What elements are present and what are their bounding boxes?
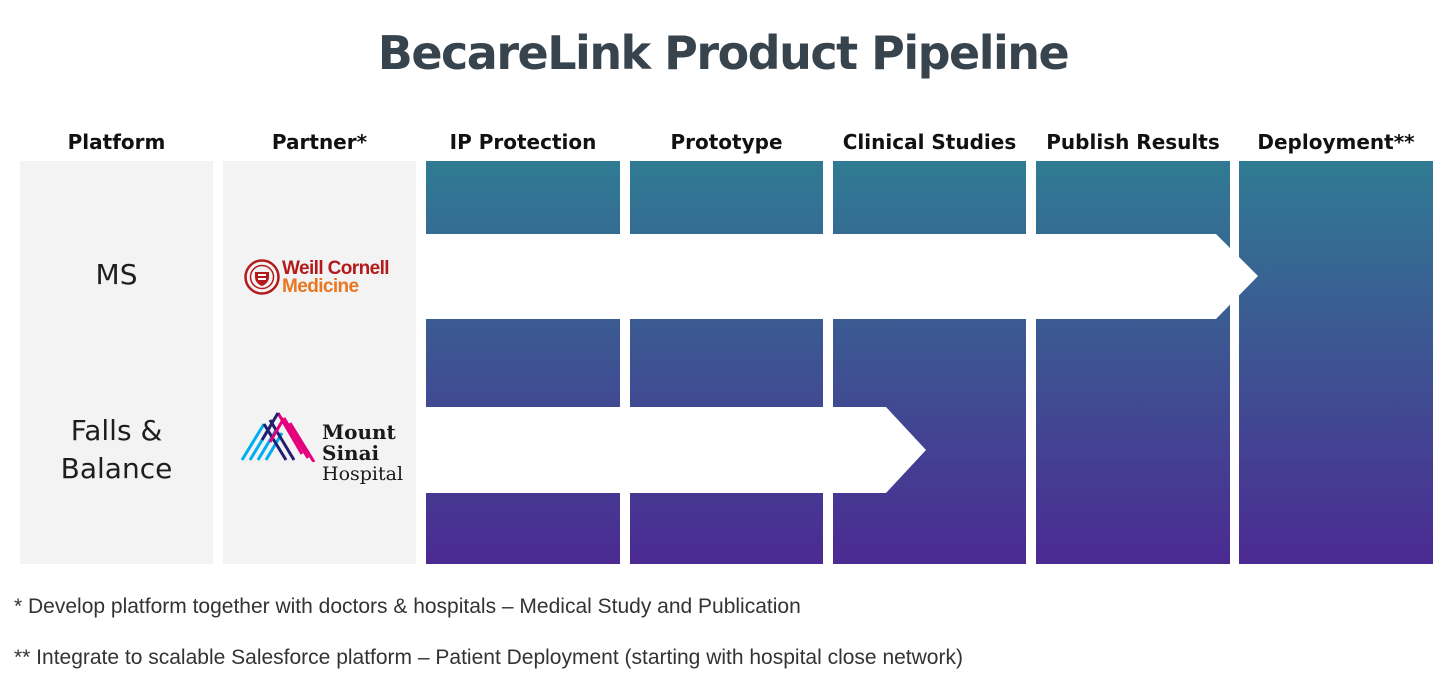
weill-cornell-logo-line1: Weill Cornell [282,258,390,279]
mount-sinai-logo-line1: Mount [322,420,396,444]
mount-sinai-logo: Mount Sinai Hospital [240,410,410,490]
row-label-line: Balance [60,452,173,485]
column-header-platform: Platform [67,130,166,154]
weill-cornell-seal-icon [244,259,280,295]
progress-arrow-ms [426,234,1258,319]
column-header-publish-results: Publish Results [1046,130,1220,154]
weill-cornell-logo: Weill Cornell Medicine [244,258,409,298]
column-header-ip-protection: IP Protection [449,130,597,154]
mount-sinai-logo-line2: Sinai [322,441,380,465]
column-header-deployment: Deployment** [1257,130,1415,154]
stage-gradient-background [426,161,1433,564]
weill-cornell-logo-line2: Medicine [282,276,359,297]
pipeline-grid [426,161,1433,564]
column-divider [1230,161,1239,564]
row-label-ms: MS [95,258,138,291]
row-label-line: Falls & [70,414,163,447]
column-divider [1026,161,1036,564]
row-label-falls-balance: Falls & Balance [20,412,213,488]
platform-column-panel [20,161,213,564]
column-divider [620,161,630,564]
column-header-clinical-studies: Clinical Studies [842,130,1017,154]
progress-arrow-falls-balance [426,407,926,493]
column-divider [823,161,833,564]
pipeline-graphic [426,161,1433,564]
footnote-deployment: ** Integrate to scalable Salesforce plat… [14,646,963,669]
column-header-partner: Partner* [271,130,368,154]
mount-sinai-logo-line3: Hospital [322,463,404,485]
column-header-prototype: Prototype [670,130,783,154]
page-title: BecareLink Product Pipeline [377,26,1070,80]
partner-column-panel [223,161,416,564]
footnote-partner: * Develop platform together with doctors… [14,595,801,618]
mount-sinai-mountain-icon [240,412,316,462]
